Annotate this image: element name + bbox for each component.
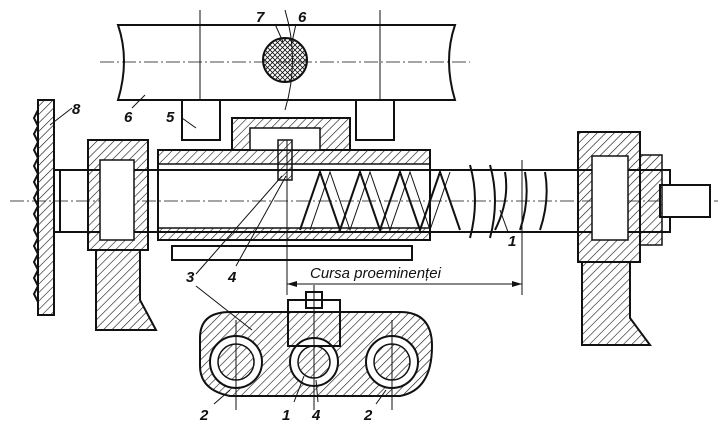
label-6-top: 6 xyxy=(298,9,307,26)
label-4-upper: 4 xyxy=(227,269,237,286)
label-1-upper: 1 xyxy=(508,233,516,250)
rope-section xyxy=(262,37,308,83)
right-bearing xyxy=(577,131,663,346)
label-8: 8 xyxy=(72,101,81,118)
cross-section-view xyxy=(199,285,434,410)
label-1-lower: 1 xyxy=(282,407,290,424)
roller-supports xyxy=(181,99,395,141)
label-2-right: 2 xyxy=(363,407,373,424)
sprocket-wheel xyxy=(32,99,89,316)
stroke-dimension xyxy=(286,140,523,295)
label-2-left: 2 xyxy=(199,407,209,424)
label-7: 7 xyxy=(256,9,265,26)
left-bearing xyxy=(87,139,158,331)
leader-lines xyxy=(49,23,509,405)
carriage-housing xyxy=(157,117,431,261)
label-4-lower: 4 xyxy=(311,407,321,424)
stroke-caption: Cursa proeminenței xyxy=(310,265,442,282)
label-6-left: 6 xyxy=(124,109,133,126)
label-5: 5 xyxy=(166,109,175,126)
label-3: 3 xyxy=(186,269,195,286)
